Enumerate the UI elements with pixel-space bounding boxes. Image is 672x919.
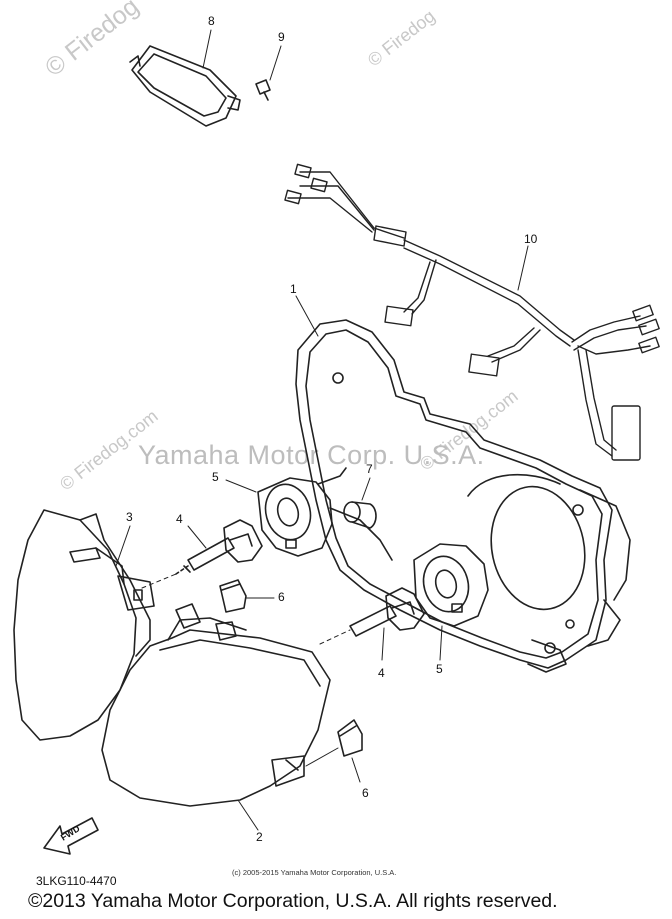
bulb-socket-lower-part-5 [413, 543, 489, 627]
callout-6-lower: 6 [362, 786, 369, 800]
headlight-lens-left-part-3 [13, 509, 155, 741]
callout-10: 10 [524, 232, 538, 246]
bulb-socket-upper-part-5 [257, 467, 347, 557]
bulb-lower-part-4 [319, 587, 425, 645]
connector-upper-part-6 [219, 579, 247, 613]
callout-4-lower: 4 [378, 666, 385, 680]
grommet-part-7 [343, 501, 377, 529]
callout-1: 1 [290, 282, 297, 296]
headlight-housing-part-1 [295, 319, 631, 673]
callout-8: 8 [208, 14, 215, 28]
callout-5-upper: 5 [212, 470, 219, 484]
callout-3: 3 [126, 510, 133, 524]
callout-9: 9 [278, 30, 285, 44]
screw-part-9 [255, 79, 271, 101]
position-lamp-part-8 [129, 45, 241, 127]
footer-copyright: ©2013 Yamaha Motor Corporation, U.S.A. A… [28, 890, 558, 912]
callout-7: 7 [366, 462, 373, 476]
fwd-arrow-icon [43, 817, 99, 855]
callout-5-lower: 5 [436, 662, 443, 676]
small-copyright: (c) 2005-2015 Yamaha Motor Corporation, … [232, 868, 397, 877]
wire-harness-part-10 [284, 163, 660, 461]
part-code: 3LKG110-4470 [36, 874, 117, 888]
callout-2: 2 [256, 830, 263, 844]
connector-lower-part-6 [337, 719, 363, 757]
watermark-center: Yamaha Motor Corp. U.S.A. [138, 440, 485, 470]
callout-4-upper: 4 [176, 512, 183, 526]
callout-6-upper: 6 [278, 590, 285, 604]
bulb-upper-part-4 [141, 519, 263, 589]
headlight-lens-right-part-2 [101, 603, 331, 807]
